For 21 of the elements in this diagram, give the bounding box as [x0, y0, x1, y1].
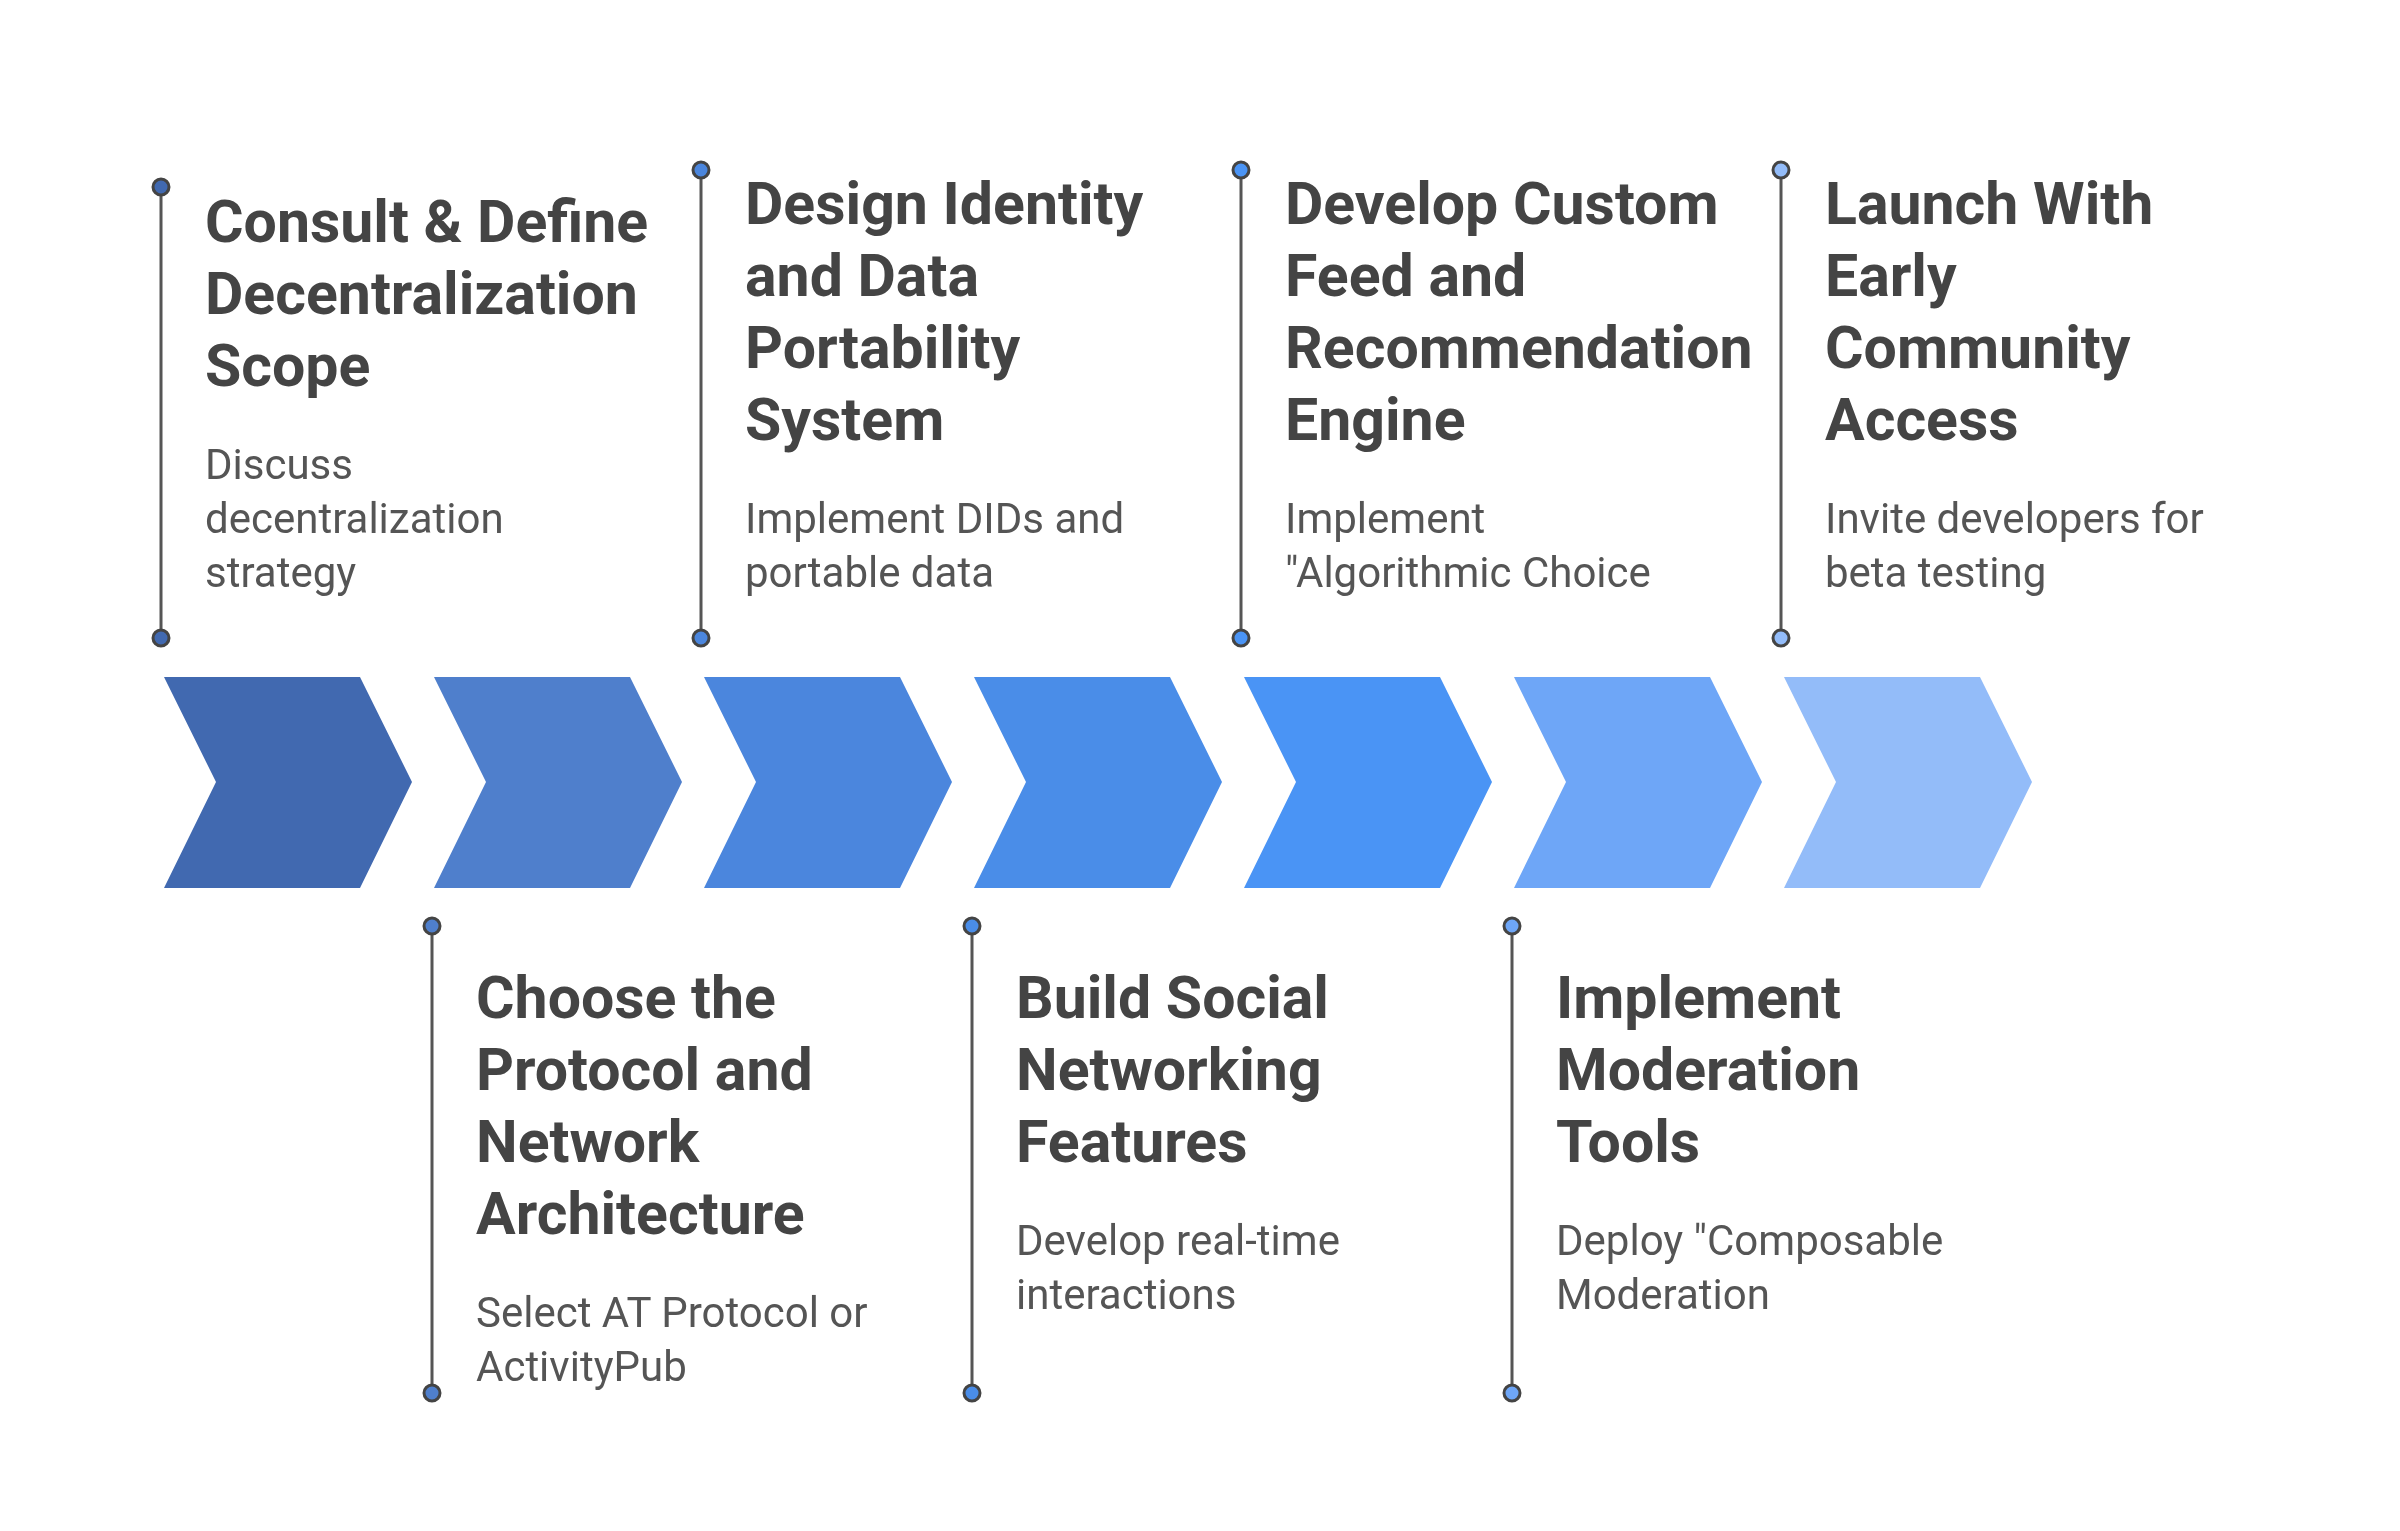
chevron-step	[1244, 677, 1492, 888]
step-description: Invite developers for beta testing	[1825, 493, 2205, 599]
chevron-step	[434, 677, 682, 888]
chevron-step	[1784, 677, 2032, 888]
step-description: Implement "Algorithmic Choice	[1285, 493, 1652, 599]
chevron-step	[974, 677, 1222, 888]
step-description: Implement DIDs and portable data	[745, 493, 1126, 599]
step-heading: Launch With Early Community Access	[1825, 168, 2155, 456]
step-heading: Implement Moderation Tools	[1556, 962, 1862, 1178]
chevron-step	[704, 677, 952, 888]
step-heading: Design Identity and Data Portability System	[745, 168, 1145, 456]
step-heading: Consult & Define Decentralization Scope	[205, 186, 650, 402]
chevron-step	[1514, 677, 1762, 888]
step-description: Deploy "Composable Moderation	[1556, 1215, 1945, 1321]
step-description: Select AT Protocol or ActivityPub	[476, 1287, 869, 1393]
step-heading: Develop Custom Feed and Recommendation Engine	[1285, 168, 1754, 456]
step-heading: Choose the Protocol and Network Architecture	[476, 962, 814, 1250]
step-description: Discuss decentralization strategy	[205, 439, 505, 599]
step-heading: Build Social Networking Features	[1016, 962, 1330, 1178]
step-description: Develop real-time interactions	[1016, 1215, 1341, 1321]
chevron-step	[164, 677, 412, 888]
